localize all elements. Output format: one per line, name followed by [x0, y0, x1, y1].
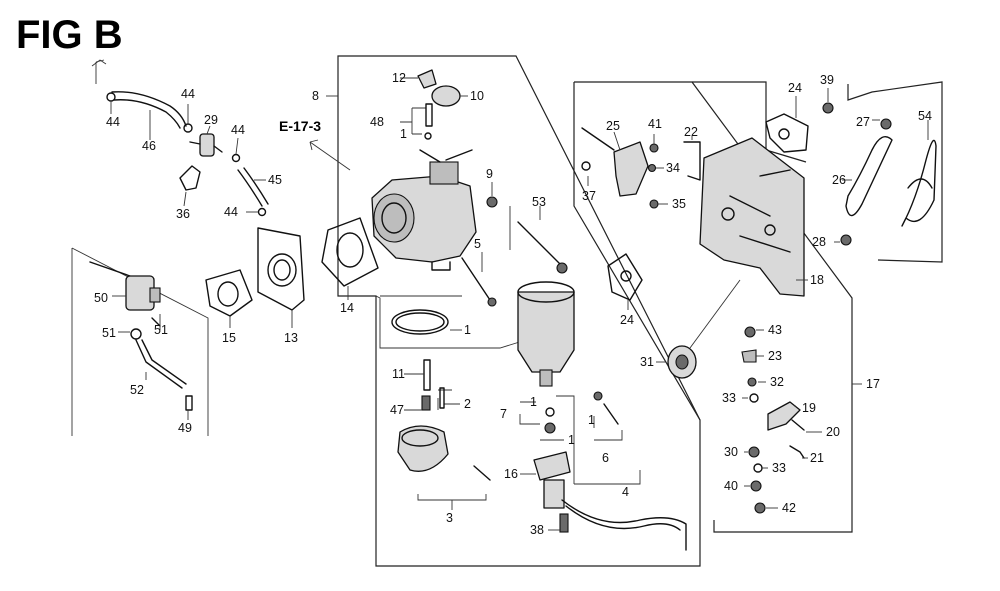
- callout-16: 16: [504, 467, 518, 481]
- callout-5: 5: [474, 237, 481, 251]
- callout-26: 26: [832, 173, 846, 187]
- callout-48: 48: [370, 115, 384, 129]
- callout-12: 12: [392, 71, 406, 85]
- callout-11: 11: [392, 367, 405, 381]
- callout-52: 52: [130, 383, 144, 397]
- callout-19: 19: [802, 401, 816, 415]
- callout-22: 22: [684, 125, 698, 139]
- callout-1: 1: [400, 127, 407, 141]
- fuel-line-group: [71, 59, 305, 436]
- callout-38: 38: [530, 523, 544, 537]
- callout-14: 14: [340, 301, 354, 315]
- callout-20: 20: [826, 425, 840, 439]
- callout-25: 25: [606, 119, 620, 133]
- callout-6: 6: [602, 451, 609, 465]
- callout-1: 1: [530, 395, 537, 409]
- callout-24: 24: [620, 313, 634, 327]
- callout-2: 2: [464, 397, 471, 411]
- callout-15: 15: [222, 331, 236, 345]
- callout-23: 23: [768, 349, 782, 363]
- reference-label: E-17-3: [279, 118, 321, 134]
- callout-17: 17: [866, 377, 880, 391]
- callout-1: 1: [588, 413, 595, 427]
- callout-28: 28: [812, 235, 826, 249]
- callout-53: 53: [532, 195, 546, 209]
- callout-29: 29: [204, 113, 218, 127]
- callout-31: 31: [640, 355, 654, 369]
- callout-41: 41: [648, 117, 662, 131]
- callout-34: 34: [666, 161, 680, 175]
- callout-4: 4: [622, 485, 629, 499]
- callout-1: 1: [464, 323, 471, 337]
- callout-18: 18: [810, 273, 824, 287]
- callout-13: 13: [284, 331, 298, 345]
- callout-21: 21: [810, 451, 824, 465]
- callout-46: 46: [142, 139, 156, 153]
- callout-42: 42: [782, 501, 796, 515]
- callout-35: 35: [672, 197, 686, 211]
- callout-44: 44: [181, 87, 195, 101]
- callout-33: 33: [722, 391, 736, 405]
- figure-title: FIG B: [16, 13, 123, 57]
- callout-24: 24: [788, 81, 802, 95]
- callout-51: 51: [154, 323, 168, 337]
- callout-36: 36: [176, 207, 190, 221]
- callout-50: 50: [94, 291, 108, 305]
- callout-49: 49: [178, 421, 192, 435]
- callout-32: 32: [770, 375, 784, 389]
- callout-40: 40: [724, 479, 738, 493]
- callout-44: 44: [106, 115, 120, 129]
- callout-30: 30: [724, 445, 738, 459]
- callout-9: 9: [486, 167, 493, 181]
- callout-43: 43: [768, 323, 782, 337]
- callout-51: 51: [102, 326, 116, 340]
- callout-8: 8: [312, 89, 319, 103]
- callout-3: 3: [446, 511, 453, 525]
- callout-39: 39: [820, 73, 834, 87]
- callout-54: 54: [918, 109, 932, 123]
- callout-44: 44: [224, 205, 238, 219]
- callout-10: 10: [470, 89, 484, 103]
- callout-1: 1: [568, 433, 575, 447]
- callout-47: 47: [390, 403, 404, 417]
- callout-44: 44: [231, 123, 245, 137]
- callout-37: 37: [582, 189, 596, 203]
- callout-33: 33: [772, 461, 786, 475]
- callout-27: 27: [856, 115, 870, 129]
- callout-7: 7: [500, 407, 507, 421]
- control-group: [573, 81, 943, 533]
- callout-45: 45: [268, 173, 282, 187]
- callout-labels: 44 46 44 29 44 45 44 36 50 51 51 52 49 1…: [94, 71, 932, 537]
- carburetor-group: E-17-3: [279, 55, 701, 567]
